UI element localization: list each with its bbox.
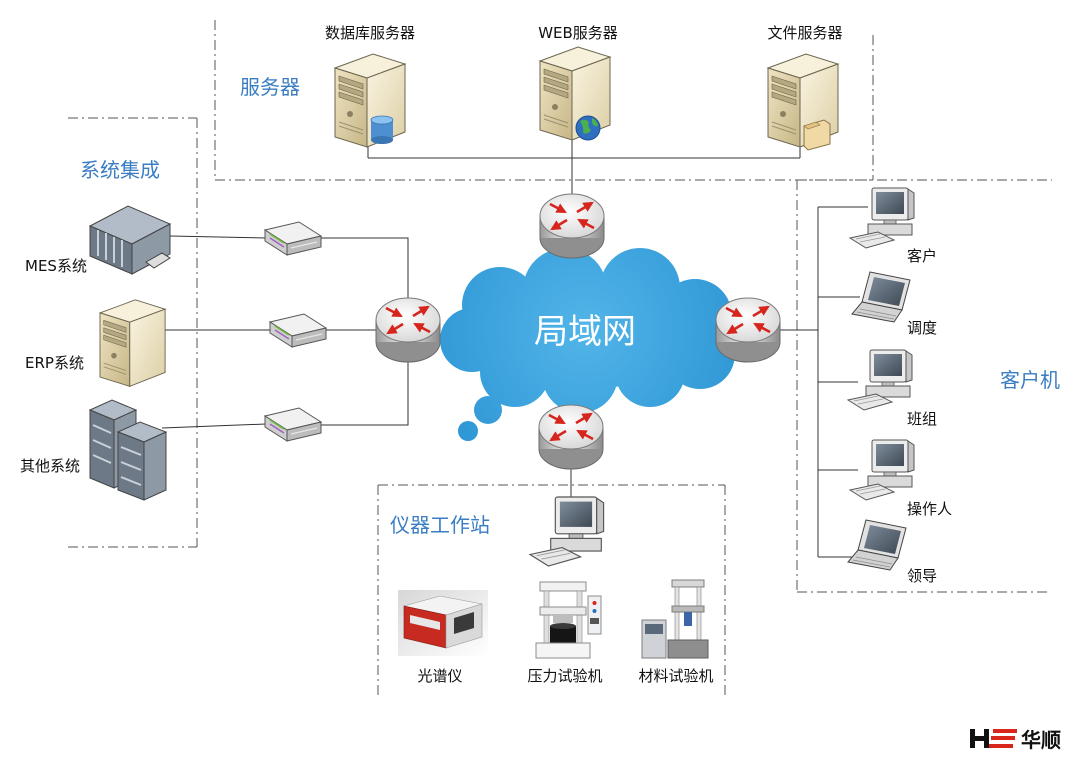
web-server-label: WEB服务器 <box>538 24 618 42</box>
database-server-label: 数据库服务器 <box>325 24 415 42</box>
file-server-icon <box>767 53 839 151</box>
mes-system-label: MES系统 <box>25 257 87 275</box>
spectrometer-label: 光谱仪 <box>417 667 462 685</box>
lan-cloud <box>440 248 735 441</box>
server-group-title: 服务器 <box>240 75 300 99</box>
client-group-title: 客户机 <box>1000 368 1060 392</box>
file-server-label: 文件服务器 <box>767 24 842 42</box>
web-server-icon <box>539 46 611 141</box>
server-group-border <box>214 20 874 181</box>
pressure-testing-machine-image <box>535 581 602 659</box>
client-label-dispatch: 调度 <box>907 319 937 337</box>
operator-pc-icon <box>849 439 915 501</box>
router-left <box>376 298 440 362</box>
switch-mes <box>264 221 322 256</box>
client-group-border <box>796 179 1052 593</box>
switch-other <box>264 407 322 442</box>
mes-system-server-icon <box>88 205 172 275</box>
material-testing-machine-label: 材料试验机 <box>638 667 713 685</box>
workstation-pc-icon <box>529 496 605 567</box>
database-server-icon <box>334 53 406 148</box>
client-label-team: 班组 <box>907 410 937 428</box>
pressure-testing-machine-label: 压力试验机 <box>527 667 602 685</box>
dispatch-laptop-icon <box>851 271 911 323</box>
integration-group-border <box>68 117 198 548</box>
spectrometer-image <box>398 590 488 656</box>
other-systems-server-icon <box>88 399 168 501</box>
workstation-group-border <box>377 484 726 695</box>
erp-system-server-icon <box>99 299 166 387</box>
lan-label: 局域网 <box>534 312 636 352</box>
leader-laptop-icon <box>847 519 907 571</box>
router-top <box>540 194 604 258</box>
logo-name: 华顺 <box>1021 728 1061 752</box>
integration-group-title: 系统集成 <box>80 158 160 182</box>
client-label-operator: 操作人 <box>907 500 952 518</box>
client-pc-icon <box>849 187 915 249</box>
workstation-group-title: 仪器工作站 <box>390 513 490 537</box>
router-bottom <box>539 405 603 469</box>
logo-mark <box>970 729 1017 748</box>
integration-links <box>161 235 409 429</box>
router-right <box>716 298 780 362</box>
erp-system-label: ERP系统 <box>25 354 84 372</box>
team-pc-icon <box>847 349 913 411</box>
client-bus <box>778 206 868 558</box>
client-label-leader: 领导 <box>907 567 937 585</box>
server-bus <box>367 140 801 200</box>
switch-erp <box>269 313 327 348</box>
client-label-customer: 客户 <box>907 247 937 265</box>
material-testing-machine-image <box>641 579 709 659</box>
other-systems-label: 其他系统 <box>20 457 80 475</box>
